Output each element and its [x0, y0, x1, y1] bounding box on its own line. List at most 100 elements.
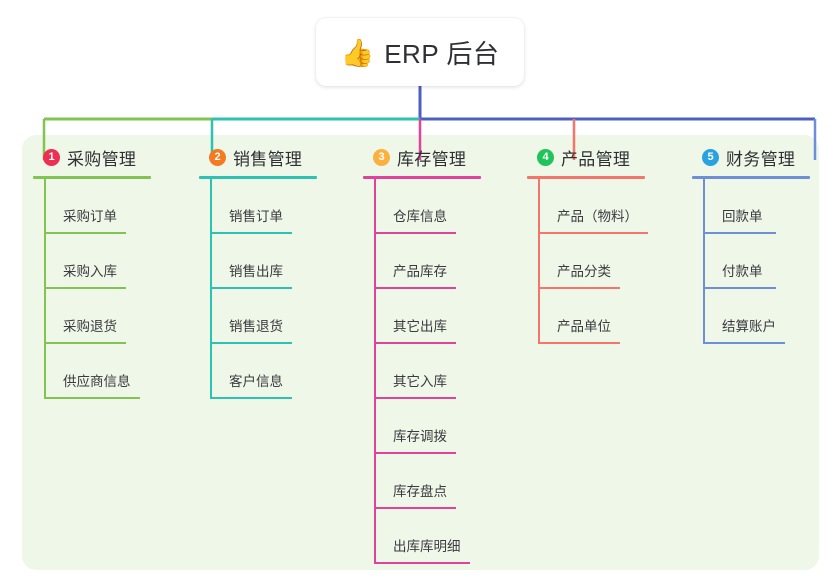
- branch-title: 库存管理: [397, 149, 467, 169]
- leaf-item-underline: [538, 232, 648, 234]
- branch-stem: [703, 179, 705, 344]
- leaf-item[interactable]: 销售退货: [199, 289, 317, 344]
- leaf-item-label: 回款单: [722, 209, 763, 224]
- leaf-item-underline: [374, 342, 456, 344]
- leaf-item-underline: [210, 287, 292, 289]
- leaf-item-underline: [374, 507, 456, 509]
- leaf-item[interactable]: 产品分类: [527, 234, 645, 289]
- leaf-item-label: 采购订单: [63, 209, 117, 224]
- branch-number-badge: 3: [373, 148, 390, 166]
- branch-item-list: 采购订单采购入库采购退货供应商信息: [33, 179, 151, 399]
- branch-header[interactable]: 3 库存管理: [363, 145, 481, 169]
- leaf-item-label: 出库库明细: [393, 539, 461, 554]
- leaf-item[interactable]: 采购入库: [33, 234, 151, 289]
- branch-title: 产品管理: [561, 149, 631, 169]
- branch-item-list: 产品（物料） 产品分类产品单位: [527, 179, 648, 344]
- branch-stem: [44, 179, 46, 399]
- branch-underline: [199, 176, 317, 179]
- leaf-item[interactable]: 销售出库: [199, 234, 317, 289]
- branch-title: 财务管理: [726, 149, 796, 169]
- leaf-item-label: 产品单位: [557, 319, 611, 334]
- branch-column: 1 采购管理采购订单采购入库采购退货供应商信息: [33, 145, 151, 399]
- branch-underline: [527, 176, 645, 179]
- branch-column: 4 产品管理产品（物料） 产品分类产品单位: [527, 145, 648, 344]
- thumbs-up-icon: 👍: [340, 37, 375, 68]
- leaf-item-label: 销售出库: [229, 264, 283, 279]
- branch-number-badge: 5: [702, 148, 719, 166]
- branch-header[interactable]: 5 财务管理: [692, 145, 810, 169]
- leaf-item-label: 销售订单: [229, 209, 283, 224]
- leaf-item-underline: [703, 287, 776, 289]
- leaf-item[interactable]: 产品单位: [527, 289, 645, 344]
- leaf-item-label: 库存调拨: [393, 429, 447, 444]
- leaf-item-label: 产品（物料）: [557, 209, 638, 224]
- leaf-item[interactable]: 供应商信息: [33, 344, 151, 399]
- leaf-item[interactable]: 采购退货: [33, 289, 151, 344]
- branch-title: 采购管理: [67, 149, 137, 169]
- leaf-item[interactable]: 仓库信息: [363, 179, 481, 234]
- branch-title: 销售管理: [233, 149, 303, 169]
- leaf-item[interactable]: 其它入库: [363, 344, 481, 399]
- leaf-item-label: 产品库存: [393, 264, 447, 279]
- leaf-item-underline: [210, 397, 292, 399]
- leaf-item[interactable]: 其它出库: [363, 289, 481, 344]
- leaf-item[interactable]: 回款单: [692, 179, 810, 234]
- branch-header[interactable]: 4 产品管理: [527, 145, 645, 169]
- branch-number-badge: 1: [43, 148, 60, 166]
- leaf-item-underline: [374, 232, 456, 234]
- leaf-item-underline: [374, 452, 456, 454]
- branch-underline: [33, 176, 151, 179]
- leaf-item-underline: [703, 342, 785, 344]
- leaf-item-underline: [538, 287, 620, 289]
- leaf-item-underline: [44, 342, 126, 344]
- leaf-item[interactable]: 客户信息: [199, 344, 317, 399]
- branch-item-list: 回款单付款单结算账户: [692, 179, 810, 344]
- leaf-item-label: 仓库信息: [393, 209, 447, 224]
- branch-item-list: 销售订单销售出库销售退货客户信息: [199, 179, 317, 399]
- leaf-item-underline: [703, 232, 776, 234]
- leaf-item-label: 销售退货: [229, 319, 283, 334]
- branch-column: 3 库存管理仓库信息产品库存其它出库其它入库库存调拨库存盘点出库库明细: [363, 145, 481, 564]
- leaf-item-underline: [44, 397, 140, 399]
- leaf-item-underline: [538, 342, 620, 344]
- branch-header[interactable]: 2 销售管理: [199, 145, 317, 169]
- leaf-item-label: 结算账户: [722, 319, 776, 334]
- branch-underline: [692, 176, 810, 179]
- leaf-item-underline: [374, 562, 470, 564]
- leaf-item[interactable]: 销售订单: [199, 179, 317, 234]
- leaf-item-label: 供应商信息: [63, 374, 131, 389]
- branch-stem: [538, 179, 540, 344]
- leaf-item[interactable]: 产品（物料）: [527, 179, 648, 234]
- leaf-item[interactable]: 产品库存: [363, 234, 481, 289]
- leaf-item[interactable]: 库存盘点: [363, 454, 481, 509]
- leaf-item[interactable]: 结算账户: [692, 289, 810, 344]
- branch-column: 5 财务管理回款单付款单结算账户: [692, 145, 810, 344]
- branch-underline: [363, 176, 481, 179]
- leaf-item[interactable]: 付款单: [692, 234, 810, 289]
- root-node-card[interactable]: 👍 ERP 后台: [316, 18, 524, 86]
- leaf-item[interactable]: 出库库明细: [363, 509, 481, 564]
- leaf-item-label: 付款单: [722, 264, 763, 279]
- leaf-item[interactable]: 库存调拨: [363, 399, 481, 454]
- branch-number-badge: 2: [209, 148, 226, 166]
- diagram-panel: [22, 135, 819, 570]
- leaf-item-underline: [210, 342, 292, 344]
- leaf-item-underline: [44, 287, 126, 289]
- root-node-title: ERP 后台: [384, 38, 500, 69]
- leaf-item-label: 其它入库: [393, 374, 447, 389]
- leaf-item[interactable]: 采购订单: [33, 179, 151, 234]
- leaf-item-label: 客户信息: [229, 374, 283, 389]
- branch-number-badge: 4: [537, 148, 554, 166]
- leaf-item-underline: [44, 232, 126, 234]
- leaf-item-label: 采购入库: [63, 264, 117, 279]
- branch-column: 2 销售管理销售订单销售出库销售退货客户信息: [199, 145, 317, 399]
- leaf-item-label: 其它出库: [393, 319, 447, 334]
- leaf-item-label: 产品分类: [557, 264, 611, 279]
- leaf-item-label: 采购退货: [63, 319, 117, 334]
- leaf-item-underline: [374, 287, 456, 289]
- branch-stem: [210, 179, 212, 399]
- leaf-item-label: 库存盘点: [393, 484, 447, 499]
- branch-header[interactable]: 1 采购管理: [33, 145, 151, 169]
